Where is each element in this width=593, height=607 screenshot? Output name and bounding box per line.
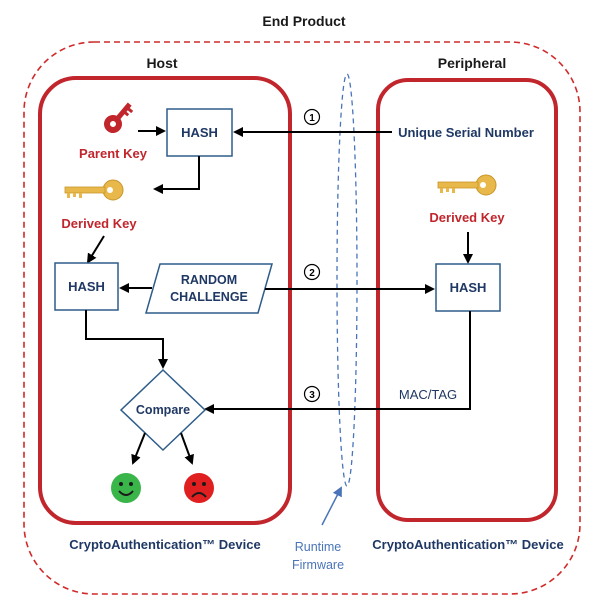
step-3-label: 3 bbox=[309, 390, 315, 401]
host-label: Host bbox=[146, 55, 177, 71]
runtime-label-line1: Runtime bbox=[295, 540, 342, 554]
red-key-icon bbox=[104, 102, 134, 133]
hash-box-peripheral bbox=[435, 263, 501, 312]
peripheral-device-label: CryptoAuthentication™ Device bbox=[372, 537, 563, 552]
step-2-label: 2 bbox=[309, 268, 315, 279]
host-derived-key-label: Derived Key bbox=[61, 216, 137, 231]
arrow-hash-to-derived-key bbox=[153, 156, 200, 194]
hash-top-label: HASH bbox=[181, 125, 218, 140]
arrow-compare-to-pass bbox=[131, 432, 146, 465]
step-1-label: 1 bbox=[309, 113, 315, 124]
step-2-badge bbox=[303, 263, 321, 281]
runtime-pointer-arrow bbox=[321, 486, 342, 526]
parent-key-label: Parent Key bbox=[79, 146, 148, 161]
step-3-badge bbox=[303, 385, 321, 403]
runtime-label-line2: Firmware bbox=[292, 558, 344, 572]
gold-key-icon bbox=[437, 174, 497, 196]
happy-face-icon bbox=[111, 473, 141, 503]
serial-number-label: Unique Serial Number bbox=[398, 125, 534, 140]
peripheral-label: Peripheral bbox=[438, 55, 506, 71]
arrow-hash-mid-to-compare bbox=[85, 310, 168, 369]
random-challenge-line2: CHALLENGE bbox=[170, 290, 248, 304]
compare-label: Compare bbox=[136, 403, 190, 417]
gold-key-icon bbox=[64, 179, 124, 201]
host-device-boundary bbox=[38, 76, 292, 525]
peripheral-derived-key-label: Derived Key bbox=[429, 210, 505, 225]
compare-diamond bbox=[119, 368, 207, 452]
random-challenge-line1: RANDOM bbox=[181, 273, 237, 287]
arrow-mac-to-compare bbox=[204, 311, 471, 414]
arrow-compare-to-fail bbox=[180, 432, 194, 465]
host-device-label: CryptoAuthentication™ Device bbox=[69, 537, 260, 552]
hash-peripheral-label: HASH bbox=[450, 280, 487, 295]
peripheral-device-boundary bbox=[376, 78, 558, 522]
arrow-derived-to-hash-mid bbox=[86, 235, 105, 264]
mac-tag-label: MAC/TAG bbox=[399, 387, 457, 402]
end-product-boundary bbox=[23, 41, 581, 595]
step-1-badge bbox=[303, 108, 321, 126]
hash-mid-label: HASH bbox=[68, 279, 105, 294]
sad-face-icon bbox=[184, 473, 214, 503]
end-product-title: End Product bbox=[262, 13, 346, 29]
random-challenge-box bbox=[145, 263, 273, 314]
runtime-firmware-boundary bbox=[336, 73, 358, 487]
